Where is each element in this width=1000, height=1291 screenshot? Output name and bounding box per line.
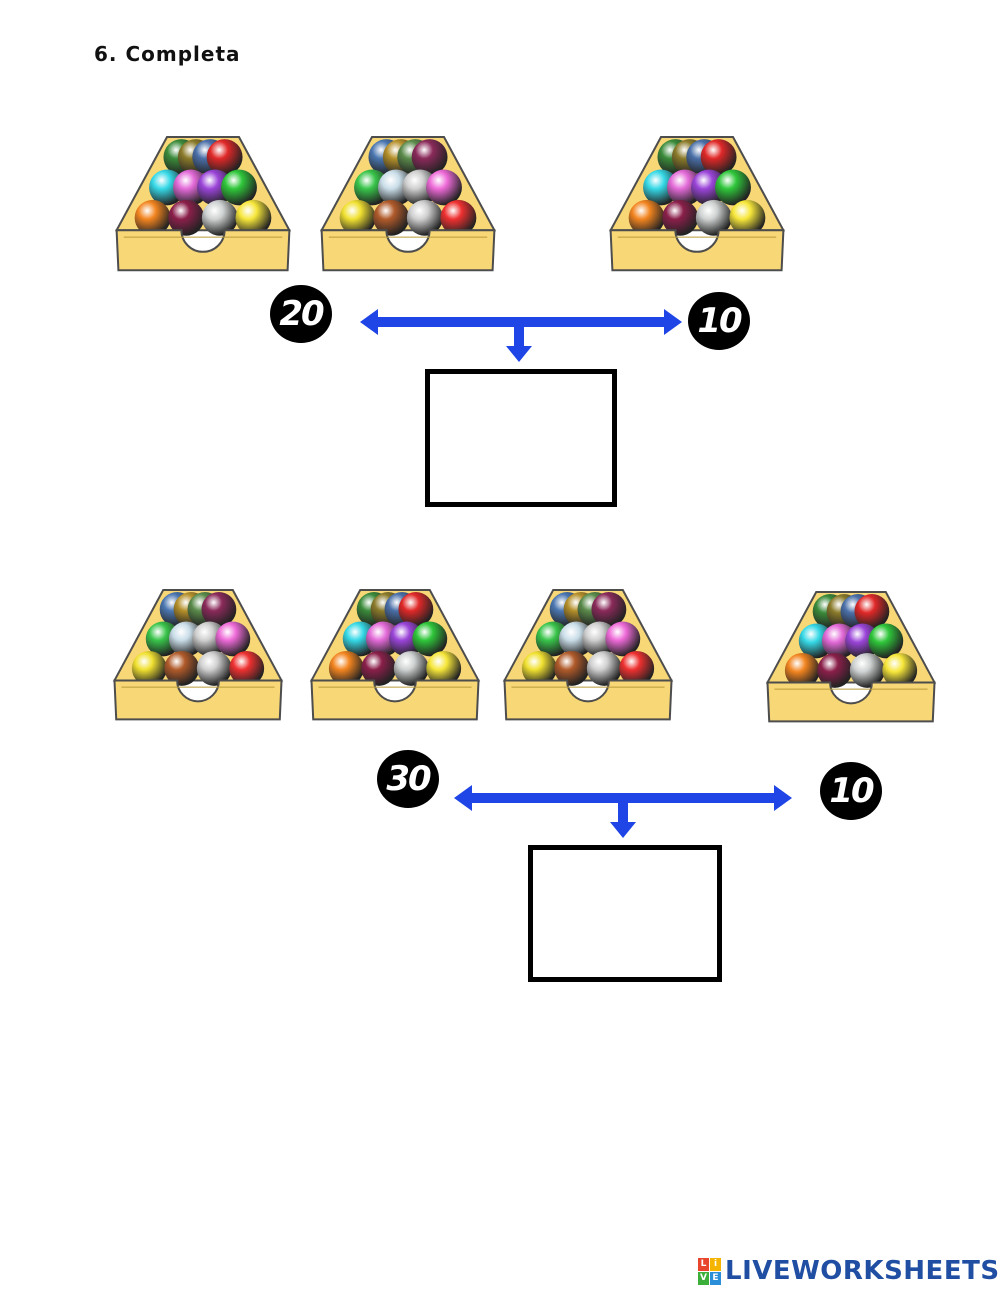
tray-of-balls-icon xyxy=(501,588,675,722)
ball-icon xyxy=(817,652,853,688)
tray-of-balls-icon xyxy=(607,135,787,273)
exercise-title: 6. Completa xyxy=(94,42,241,66)
ball-icon xyxy=(339,199,376,236)
ball-icon xyxy=(201,199,238,236)
ball-icon xyxy=(628,199,665,236)
ball-icon xyxy=(131,650,167,686)
liveworksheets-logo: L i V E LIVEWORKSHEETS xyxy=(698,1256,1000,1286)
logo-mark-letter: E xyxy=(710,1271,721,1285)
ball-icon xyxy=(662,199,699,236)
left-number-badge: 20 xyxy=(270,285,332,343)
logo-text: LIVEWORKSHEETS xyxy=(725,1256,1000,1286)
logo-mark-letter: i xyxy=(710,1257,721,1271)
ball-icon xyxy=(868,623,904,659)
ball-icon xyxy=(221,169,257,206)
ball-icon xyxy=(406,199,443,236)
ball-icon xyxy=(619,650,655,686)
ball-icon xyxy=(328,650,364,686)
ball-icon xyxy=(700,139,737,176)
ball-icon xyxy=(715,169,751,206)
tray-of-balls-icon xyxy=(113,135,293,273)
ball-icon xyxy=(521,650,557,686)
left-number-badge: 30 xyxy=(377,750,439,808)
ball-icon xyxy=(784,652,820,688)
ball-icon xyxy=(206,139,243,176)
ball-icon xyxy=(554,650,590,686)
answer-box[interactable] xyxy=(425,369,617,507)
split-arrow-icon xyxy=(454,785,792,838)
ball-icon xyxy=(854,594,890,629)
tray-of-balls-icon xyxy=(764,590,938,724)
ball-icon xyxy=(393,650,429,686)
tray-of-balls-icon xyxy=(318,135,498,273)
ball-icon xyxy=(134,199,171,236)
logo-mark-letter: L xyxy=(698,1257,709,1271)
ball-icon xyxy=(168,199,205,236)
ball-icon xyxy=(373,199,410,236)
right-number-badge: 10 xyxy=(688,292,750,350)
ball-icon xyxy=(398,592,434,627)
answer-box[interactable] xyxy=(528,845,722,982)
ball-icon xyxy=(426,650,462,686)
ball-icon xyxy=(849,652,885,688)
ball-icon xyxy=(440,199,477,236)
ball-icon xyxy=(164,650,200,686)
logo-mark-icon: L i V E xyxy=(698,1257,721,1285)
ball-icon xyxy=(229,650,265,686)
ball-icon xyxy=(361,650,397,686)
ball-icon xyxy=(235,199,272,236)
ball-icon xyxy=(411,139,448,176)
tray-of-balls-icon xyxy=(308,588,482,722)
ball-icon xyxy=(882,652,918,688)
ball-icon xyxy=(215,621,251,657)
right-number-badge: 10 xyxy=(820,762,882,820)
ball-icon xyxy=(605,621,641,657)
ball-icon xyxy=(196,650,232,686)
logo-mark-letter: V xyxy=(698,1271,709,1285)
split-arrow-icon xyxy=(360,309,682,362)
ball-icon xyxy=(591,592,627,627)
ball-icon xyxy=(729,199,766,236)
ball-icon xyxy=(201,592,237,627)
ball-icon xyxy=(695,199,732,236)
tray-of-balls-icon xyxy=(111,588,285,722)
ball-icon xyxy=(426,169,462,206)
ball-icon xyxy=(412,621,448,657)
ball-icon xyxy=(586,650,622,686)
